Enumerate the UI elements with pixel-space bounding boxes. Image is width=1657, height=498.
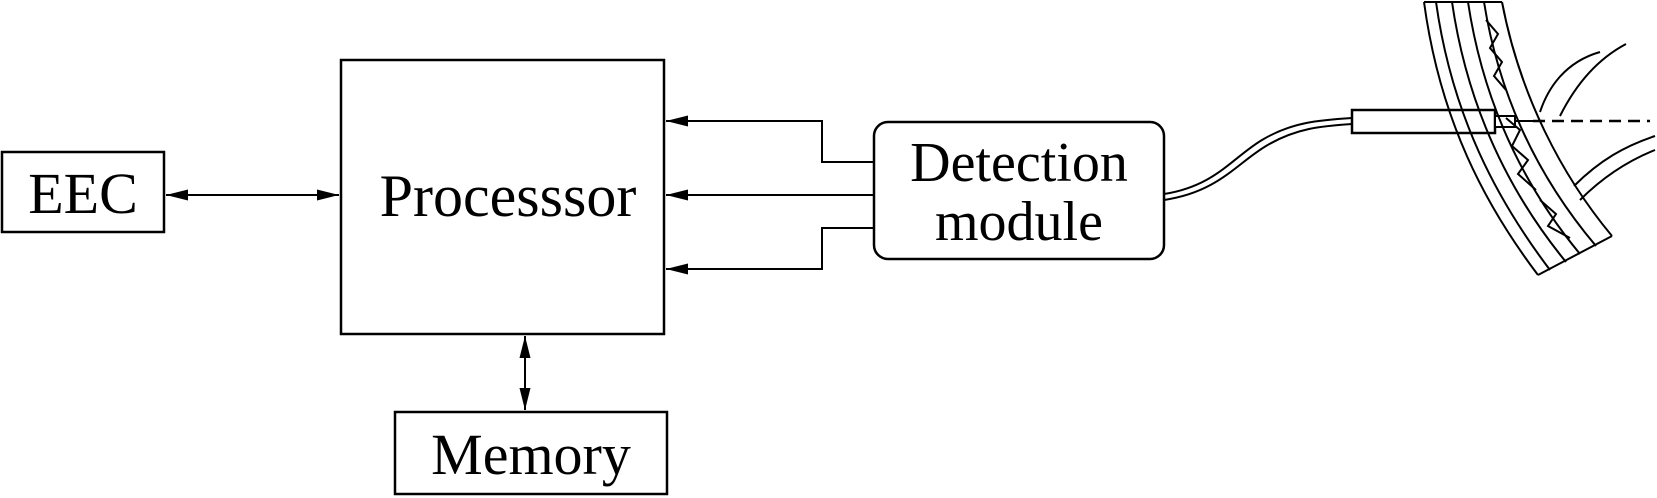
- engine-casing-illustration: [1423, 1, 1656, 276]
- detection-module-label-line1: Detection: [910, 132, 1128, 194]
- probe-sensor: [1350, 108, 1533, 135]
- memory-box: [393, 410, 669, 496]
- eec-box: [0, 150, 166, 234]
- memory-block: Memory: [393, 410, 669, 496]
- processor-block: Processsor: [339, 58, 666, 336]
- detection-module-label-line2: module: [935, 191, 1103, 253]
- processor-box: [339, 58, 666, 336]
- detection-to-processor-arrow-bottom: [666, 227, 874, 275]
- processor-label: Processsor: [380, 163, 637, 229]
- sensor-cable: [1163, 117, 1353, 201]
- memory-label: Memory: [431, 422, 631, 487]
- eec-label: EEC: [28, 161, 138, 226]
- detection-to-processor-arrow-top: [666, 115, 874, 163]
- detection-module-box: [872, 120, 1166, 261]
- detection-module-block: Detection module: [872, 120, 1166, 261]
- eec-block: EEC: [0, 150, 166, 234]
